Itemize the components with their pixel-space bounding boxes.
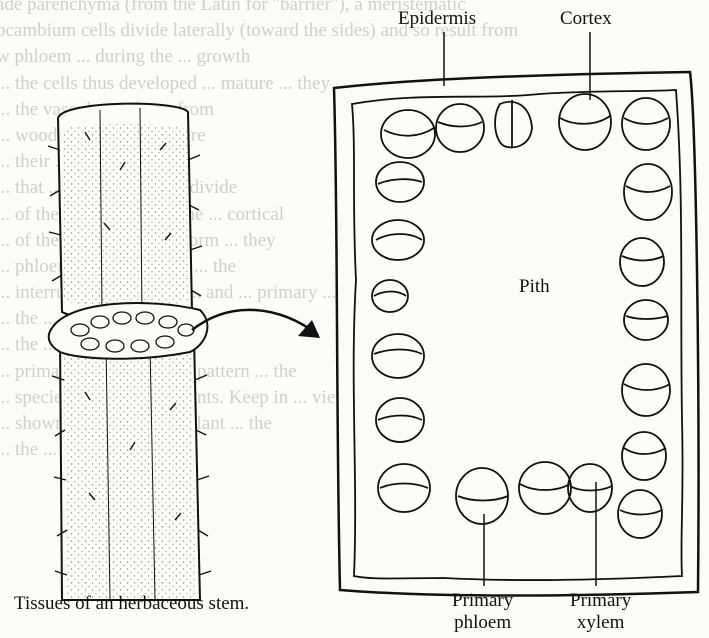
pith-label: Pith (519, 276, 550, 298)
primary-xylem-line1: Primary (570, 590, 631, 612)
cortex-label: Cortex (560, 8, 612, 30)
primary-phloem-label: Primary phloem (452, 590, 513, 634)
primary-phloem-line1: Primary (452, 590, 513, 612)
figure-caption: Tissues of an herbaceous stem. (14, 593, 249, 615)
cross-section (334, 32, 699, 596)
primary-phloem-line2: phloem (452, 612, 513, 634)
primary-xylem-line2: xylem (570, 612, 631, 634)
arrow (192, 310, 320, 338)
stem-illustration (48, 104, 211, 600)
primary-xylem-label: Primary xylem (570, 590, 631, 634)
epidermis-label: Epidermis (398, 8, 476, 30)
